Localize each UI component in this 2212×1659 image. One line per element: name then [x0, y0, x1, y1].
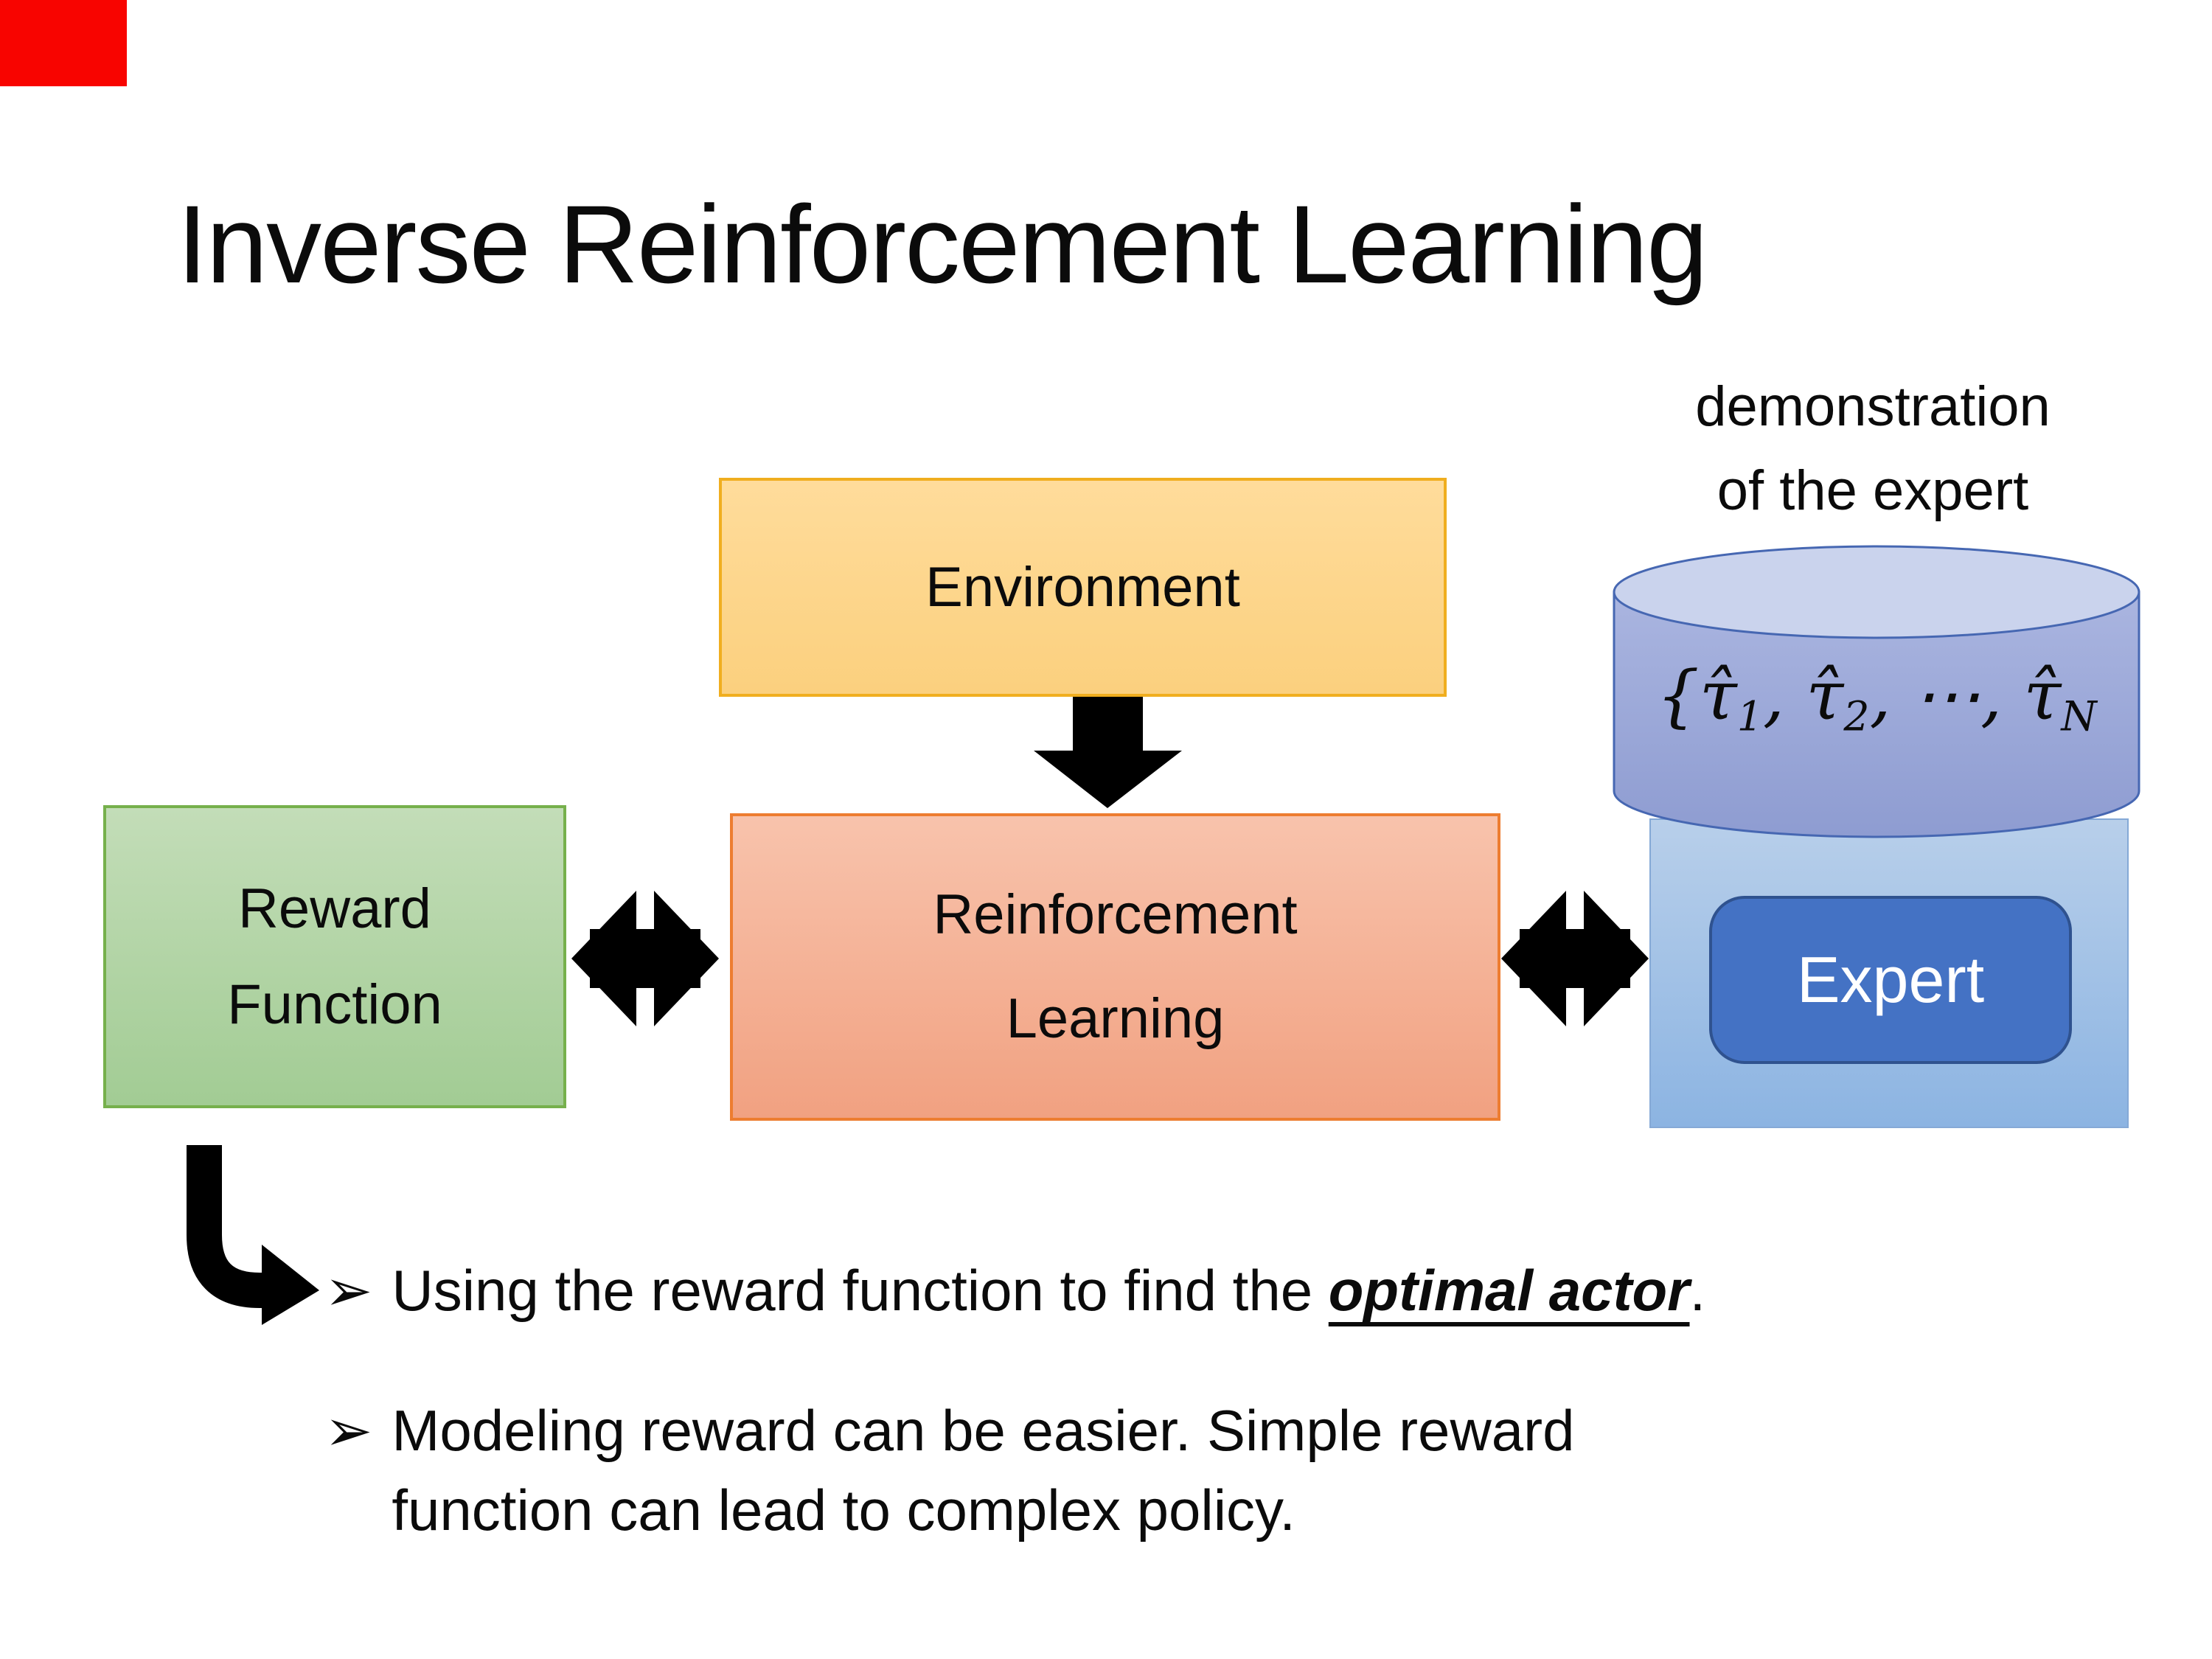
bullet-item-1: ➢ Using the reward function to find the … [324, 1251, 2153, 1330]
page-title: Inverse Reinforcement Learning [177, 182, 1708, 306]
double-arrow-right-icon [1501, 891, 1649, 1026]
expert-box: Expert [1709, 896, 2072, 1064]
bullet-item-2: ➢ Modeling reward can be easier. Simple … [324, 1391, 2153, 1550]
optimal-actor-emphasis: optimal actor [1328, 1258, 1690, 1323]
bullet-1-text: Using the reward function to find the op… [392, 1258, 1706, 1323]
reinforcement-learning-box: Reinforcement Learning [730, 809, 1505, 1121]
environment-box: Environment [719, 478, 1450, 700]
tau-hat-N: τ̂ [2023, 656, 2062, 735]
double-arrow-left-icon [571, 891, 719, 1026]
demonstration-database-cylinder [1613, 545, 2140, 838]
mid-dots: ⋯ [1912, 656, 1980, 735]
trajectory-set-formula: {τ̂1, τ̂2, ⋯, τ̂N [1656, 656, 2097, 741]
arrow-bullet-icon: ➢ [324, 1258, 373, 1323]
bullet-2-text: Modeling reward can be easier. Simple re… [392, 1398, 1575, 1543]
tau-hat-1: τ̂ [1699, 656, 1737, 735]
down-arrow-icon [1034, 697, 1182, 808]
demonstration-label-line2: of the expert [1717, 459, 2029, 522]
reward-label-line2: Function [227, 973, 442, 1036]
tau-hat-2: τ̂ [1806, 656, 1844, 735]
elbow-arrow-icon [187, 1145, 319, 1325]
demonstration-label-line1: demonstration [1695, 375, 2051, 438]
environment-label: Environment [925, 555, 1240, 619]
rl-label-line1: Reinforcement [933, 883, 1298, 946]
arrow-bullet-icon: ➢ [324, 1398, 373, 1463]
rl-label-line2: Learning [1006, 987, 1225, 1050]
expert-label: Expert [1796, 943, 1985, 1016]
demonstration-label: demonstration of the expert [1563, 365, 2183, 533]
reward-function-box: Reward Function [103, 805, 566, 1108]
reward-label-line1: Reward [238, 877, 431, 941]
red-corner-block [0, 0, 127, 86]
